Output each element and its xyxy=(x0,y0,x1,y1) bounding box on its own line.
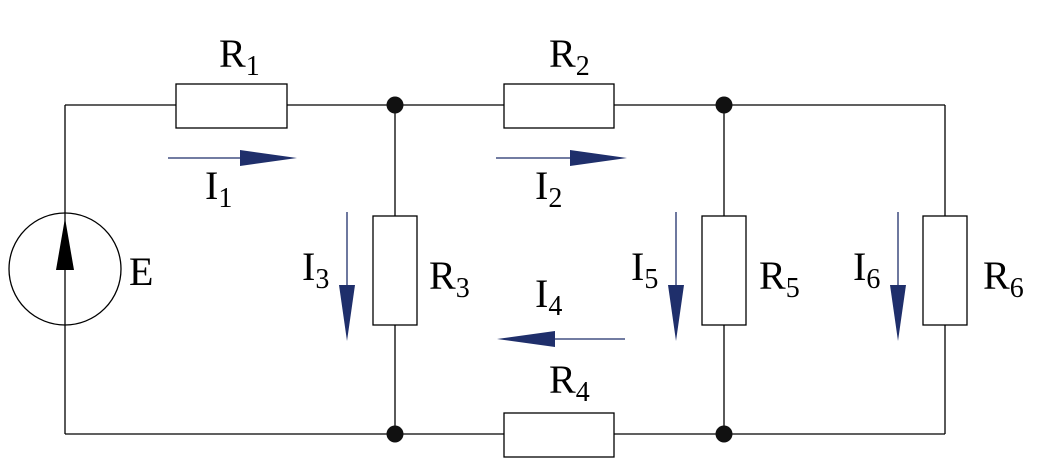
resistor-r6 xyxy=(922,215,968,326)
label-r6: R6 xyxy=(983,253,1024,304)
source-arrow-icon xyxy=(56,218,74,270)
resistor-r1 xyxy=(175,83,288,129)
label-i6: I6 xyxy=(853,244,880,295)
label-i1: I1 xyxy=(205,163,232,214)
label-i4: I4 xyxy=(535,271,562,322)
resistor-r5 xyxy=(701,215,747,326)
current-arrow-i1 xyxy=(168,150,297,166)
wires xyxy=(64,104,946,435)
voltage-source xyxy=(8,212,122,326)
node-bottom-right xyxy=(715,425,733,443)
label-i2: I2 xyxy=(535,163,562,214)
resistor-r4 xyxy=(503,412,615,458)
node-bottom-left xyxy=(386,425,404,443)
current-arrow-i3 xyxy=(339,212,355,341)
resistor-r3 xyxy=(372,215,418,326)
resistor-r2 xyxy=(503,83,615,129)
label-r2: R2 xyxy=(549,31,590,82)
label-i3: I3 xyxy=(302,244,329,295)
node-top-left xyxy=(386,96,404,114)
current-arrow-i2 xyxy=(496,150,627,166)
label-i5: I5 xyxy=(631,244,658,295)
label-r3: R3 xyxy=(429,253,470,304)
node-top-right xyxy=(715,96,733,114)
label-r1: R1 xyxy=(219,31,260,82)
label-r4: R4 xyxy=(549,357,590,408)
label-r5: R5 xyxy=(759,253,800,304)
current-arrow-i4 xyxy=(497,331,625,347)
source-label: E xyxy=(129,249,153,294)
current-arrow-i5 xyxy=(668,212,684,341)
current-arrow-i6 xyxy=(890,212,906,341)
